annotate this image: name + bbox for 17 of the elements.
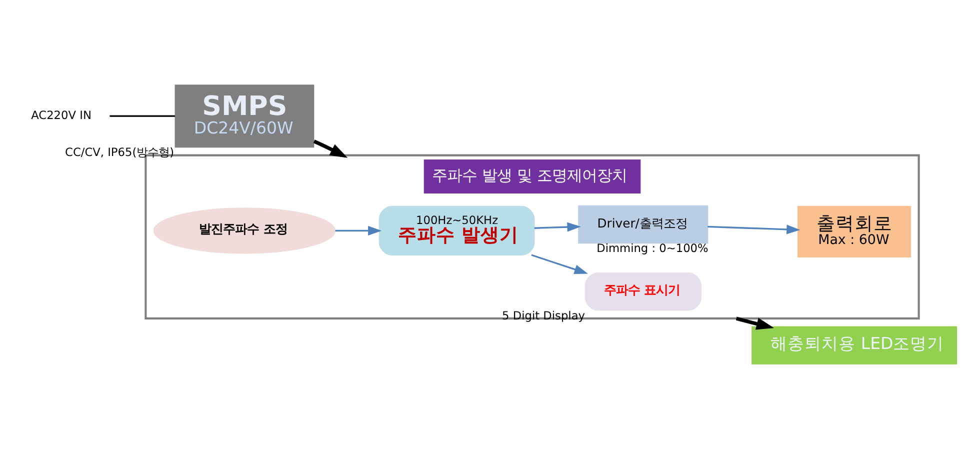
arrow: [313, 140, 348, 158]
node-ellipse: 발진주파수 조정: [153, 208, 336, 254]
arrow: [534, 222, 581, 232]
node-box: Driver/출력조정: [578, 205, 708, 244]
arrow: [335, 226, 382, 236]
node-box: 주파수 표시기: [584, 272, 702, 311]
node-label: 5 Digit Display: [502, 308, 585, 322]
connector: [110, 115, 175, 117]
node-box: 100Hz~50KHz 주파수 발생기: [378, 206, 535, 256]
node-label: Dimming : 0~100%: [596, 241, 708, 256]
arrow: [736, 316, 774, 330]
arrow: [708, 224, 800, 234]
node-text: AC220V IN: [31, 108, 92, 122]
node-box: 출력회로 Max : 60W: [798, 206, 912, 258]
node-box: SMPS DC24V/60W: [174, 84, 314, 148]
node-box: 해충퇴치용 LED조명기: [752, 326, 957, 364]
arrow: [531, 254, 588, 274]
